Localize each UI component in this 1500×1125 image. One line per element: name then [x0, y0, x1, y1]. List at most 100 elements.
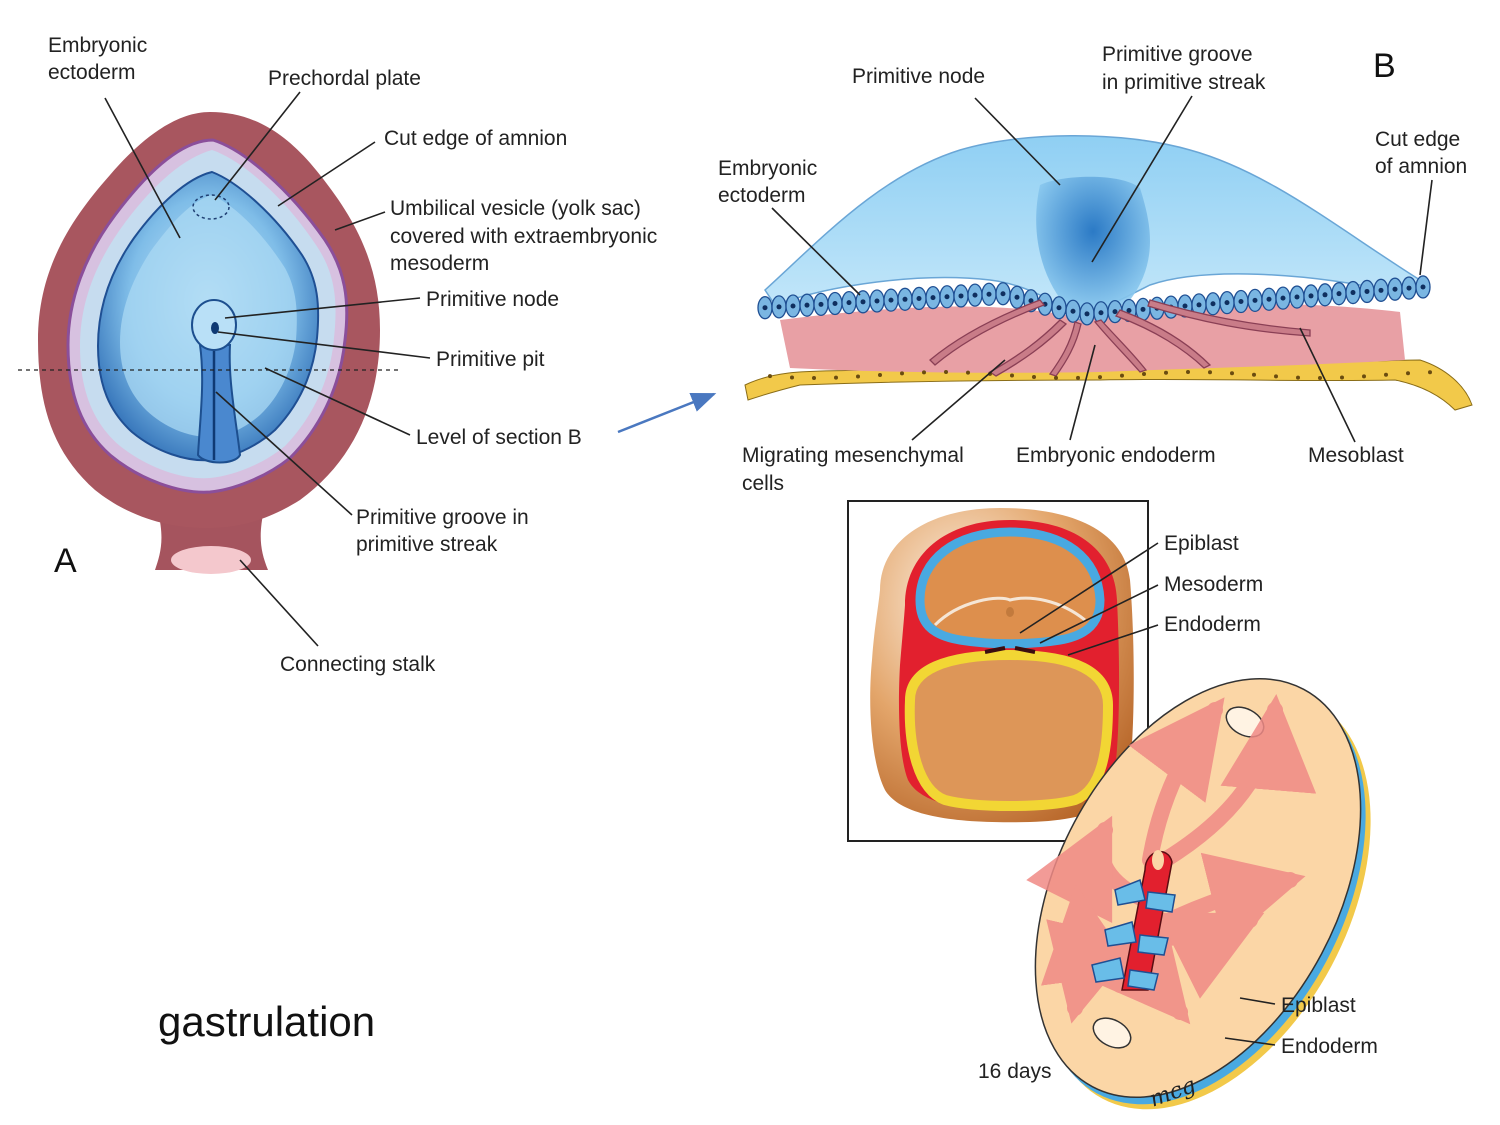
label-mesoderm: Mesoderm: [1164, 573, 1263, 596]
ectoderm-cell-nucleus: [1378, 287, 1384, 293]
section-b-arrow: [617, 392, 717, 434]
ectoderm-cell-nucleus: [846, 300, 852, 306]
endoderm-cells-b: [768, 370, 1432, 380]
label-embryonic-endoderm: Embryonic endoderm: [1016, 444, 1216, 467]
label-endoderm-bottom: Endoderm: [1281, 1035, 1378, 1058]
endoderm-cell-nucleus: [1384, 372, 1388, 377]
label-migrating-mesenchymal: Migrating mesenchymal cells: [742, 444, 970, 495]
endoderm-cell-nucleus: [834, 375, 838, 380]
migration-arrows-c: [984, 646, 1036, 654]
label-primitive-groove-a: Primitive groove in primitive streak: [356, 506, 535, 556]
endoderm-cell-nucleus: [1054, 375, 1058, 380]
label-primitive-groove-b: Primitive groove in primitive streak: [1102, 43, 1266, 94]
label-prechordal-plate: Prechordal plate: [268, 67, 421, 90]
label-cut-edge-amnion: Cut edge of amnion: [384, 127, 567, 150]
ectoderm-cell-nucleus: [1014, 294, 1020, 300]
endoderm-cell-nucleus: [1010, 373, 1014, 378]
ectoderm-cell-nucleus: [1238, 299, 1244, 305]
ectoderm-cell-nucleus: [972, 292, 978, 298]
panel-a: Embryonic ectoderm Prechordal plate Cut …: [18, 34, 717, 676]
endoderm-cell-nucleus: [1230, 371, 1234, 376]
ectoderm-cell-nucleus: [1266, 296, 1272, 302]
prechordal-plate: [192, 194, 230, 220]
endoderm-cell-nucleus: [878, 372, 882, 377]
ectoderm-cell-nucleus: [860, 299, 866, 305]
ectoderm-cell-nucleus: [1252, 297, 1258, 303]
endoderm-cell-nucleus: [1120, 373, 1124, 378]
label-endoderm-top: Endoderm: [1164, 613, 1261, 636]
ectoderm-cell-nucleus: [762, 305, 768, 311]
endoderm-cell-nucleus: [1406, 371, 1410, 376]
ectoderm-cell-nucleus: [916, 295, 922, 301]
endoderm-cell-nucleus: [768, 374, 772, 379]
endoderm-cell-nucleus: [1032, 374, 1036, 379]
ectoderm-cell-nucleus: [986, 291, 992, 297]
migrating-mesenchymal-cells: [929, 299, 1311, 377]
label-connecting-stalk: Connecting stalk: [280, 653, 436, 676]
ectoderm-cell-nucleus: [1420, 284, 1426, 290]
endoderm-cell-nucleus: [856, 374, 860, 379]
ectoderm-cell-nucleus: [1182, 303, 1188, 309]
panel-b-letter: B: [1373, 47, 1396, 85]
ectoderm-cell-nucleus: [1000, 291, 1006, 297]
ectoderm-cell-nucleus: [1056, 305, 1062, 311]
endoderm-cell-nucleus: [1252, 372, 1256, 377]
ectoderm-cell-nucleus: [818, 301, 824, 307]
label-epiblast-top: Epiblast: [1164, 532, 1239, 555]
label-epiblast-bottom: Epiblast: [1281, 994, 1356, 1017]
ectoderm-cell-nucleus: [1210, 301, 1216, 307]
yolk-sac: [904, 649, 1114, 811]
endoderm-cell-nucleus: [1274, 374, 1278, 379]
endoderm-cell-nucleus: [1428, 370, 1432, 375]
mesoderm-migration-arrows: [1026, 694, 1317, 1025]
ectoderm-cell-nucleus: [930, 295, 936, 301]
label-level-section-b: Level of section B: [416, 426, 582, 449]
label-mesoblast: Mesoblast: [1308, 444, 1404, 467]
endoderm-cell-nucleus: [1340, 375, 1344, 380]
primitive-pit: [211, 322, 219, 334]
ectoderm-cell-nucleus: [1224, 300, 1230, 306]
ectoderm-cell-nucleus: [902, 296, 908, 302]
ectoderm-cell-nucleus: [776, 304, 782, 310]
ectoderm-cell-nucleus: [804, 302, 810, 308]
ectoderm-cell-nucleus: [1294, 294, 1300, 300]
ectoderm-cell-nucleus: [1336, 291, 1342, 297]
primitive-pit-c: [1006, 607, 1014, 617]
ectoderm-cell-nucleus: [1084, 311, 1090, 317]
ectoderm-cell-nucleus: [1196, 302, 1202, 308]
ectoderm-cell-nucleus: [1308, 293, 1314, 299]
ectoderm-cell-nucleus: [1112, 309, 1118, 315]
endoderm-cell-nucleus: [1142, 372, 1146, 377]
ectoderm-cell-nucleus: [832, 301, 838, 306]
endoderm-cell-nucleus: [1186, 370, 1190, 375]
panel-a-letter: A: [54, 542, 77, 580]
ectoderm-cell-nucleus: [1028, 298, 1034, 304]
ectoderm-cell-row: [757, 275, 1431, 326]
label-embryonic-ectoderm-b: Embryonic ectoderm: [718, 157, 823, 207]
label-primitive-pit: Primitive pit: [436, 348, 545, 371]
ectoderm-cell-nucleus: [1126, 307, 1132, 313]
ectoderm-cell-nucleus: [1392, 286, 1398, 292]
ectoderm-cell-nucleus: [1098, 310, 1104, 316]
ectoderm-cell-nucleus: [1070, 308, 1076, 314]
figure-caption: gastrulation: [158, 998, 375, 1045]
ectoderm-cell-nucleus: [1322, 292, 1328, 298]
endoderm-cell-nucleus: [1318, 375, 1322, 380]
ectoderm-cell-nucleus: [874, 298, 880, 304]
primitive-streak: [196, 344, 242, 464]
endoderm-cell-nucleus: [1098, 375, 1102, 380]
label-embryonic-ectoderm: Embryonic ectoderm: [48, 34, 153, 84]
endoderm-cell-nucleus: [1296, 375, 1300, 380]
endoderm-cell-nucleus: [944, 370, 948, 375]
endoderm-cell-nucleus: [790, 375, 794, 380]
ectoderm-cell-nucleus: [790, 303, 796, 309]
ectoderm-cell-nucleus: [888, 297, 894, 303]
panel-d: Epiblast Endoderm 16 days mcg: [978, 677, 1378, 1113]
endoderm-cell-nucleus: [1076, 375, 1080, 380]
ectoderm-cell-nucleus: [944, 294, 950, 300]
endoderm-cell-nucleus: [812, 375, 816, 380]
panel-c: Epiblast Mesoderm Endoderm: [847, 500, 1263, 842]
endoderm-cell-nucleus: [900, 371, 904, 376]
ectoderm-cell-nucleus: [1280, 295, 1286, 301]
